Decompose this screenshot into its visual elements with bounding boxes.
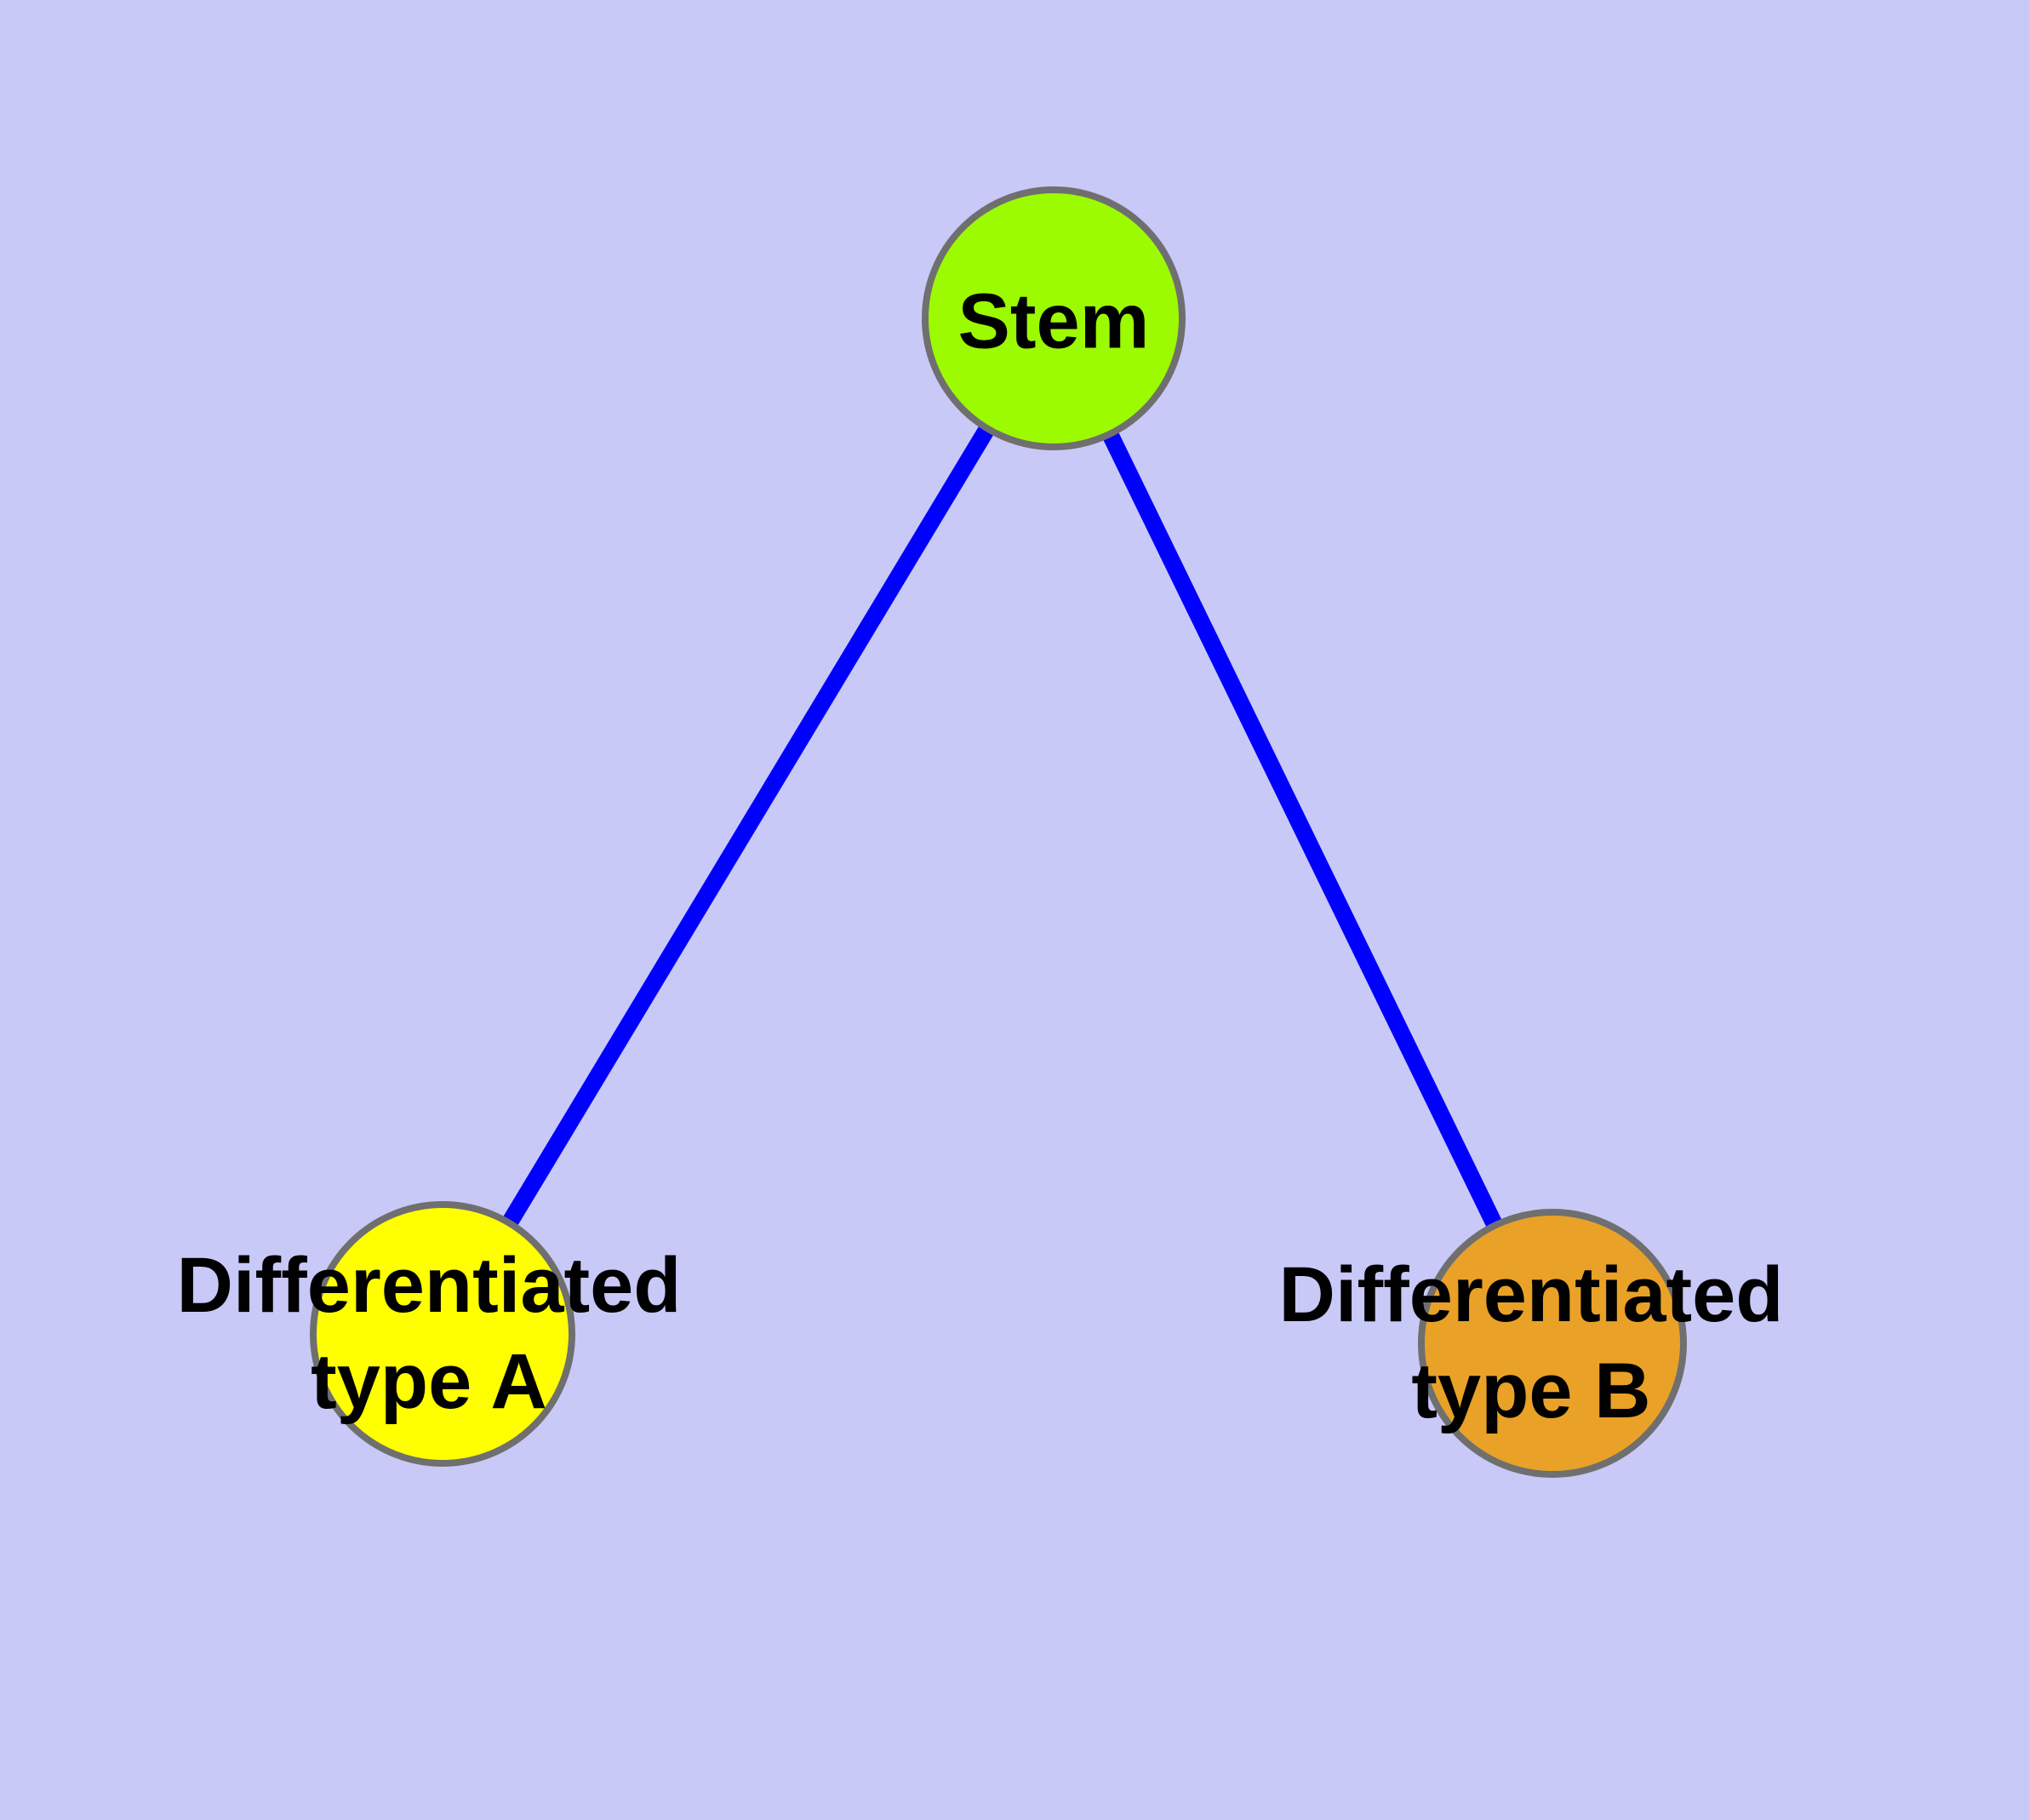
node-type-b-label-line1: Differentiated [1278,1251,1784,1338]
node-stem-label-line1: Stem [957,278,1150,365]
node-type-a-circle [310,1201,575,1467]
node-stem-label: Stem [958,274,1150,370]
node-type-a-label: Differentiated type A [177,1238,682,1430]
node-type-a-label-line2: type A [311,1338,547,1425]
edge-stem-to-type-a [435,313,1061,1339]
node-stem-circle [922,186,1186,450]
node-type-b-label: Differentiated type B [1279,1247,1784,1439]
edge-stem-to-type-b [1046,314,1560,1348]
node-type-b-circle [1418,1209,1687,1478]
node-type-b-label-line2: type B [1411,1348,1651,1434]
node-type-a-label-line1: Differentiated [176,1242,682,1329]
